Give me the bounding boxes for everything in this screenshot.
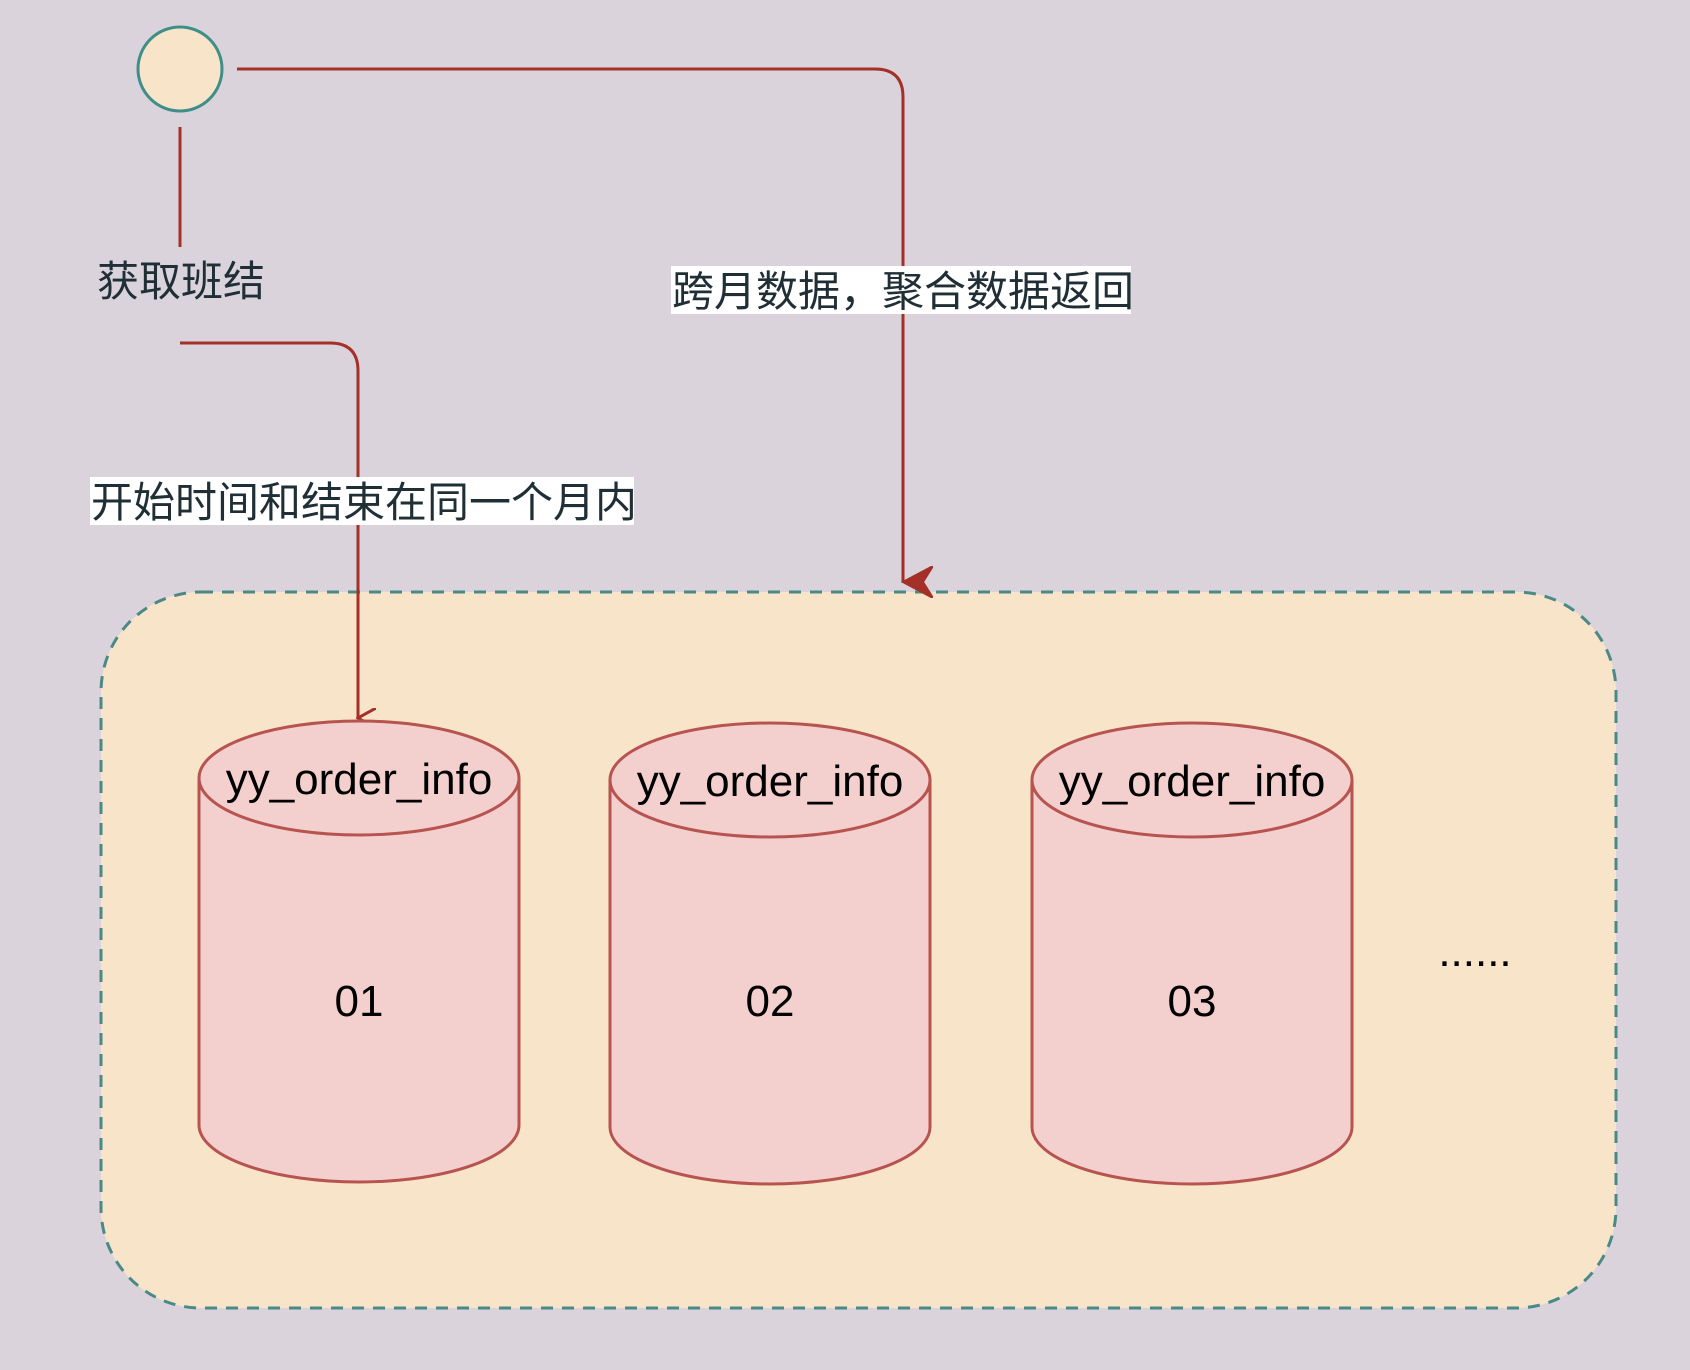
table-suffix: 01 (335, 977, 384, 1026)
table-name: yy_order_info (226, 755, 493, 804)
table-cylinder-01[interactable]: yy_order_info 01 (197, 719, 521, 1184)
table-cylinder-02[interactable]: yy_order_info 02 (608, 721, 932, 1186)
table-suffix: 02 (746, 977, 795, 1026)
table-name: yy_order_info (637, 757, 904, 806)
table-name: yy_order_info (1059, 757, 1326, 806)
edge-cross-month-label-bg (671, 266, 1131, 314)
edge-same-month (180, 341, 358, 718)
start-node[interactable] (136, 25, 224, 113)
edge-same-month-label-bg (90, 477, 634, 525)
table-suffix: 03 (1168, 977, 1217, 1026)
edge-same-month-label: 开始时间和结束在同一个月内 (91, 478, 637, 527)
edge-cross-month (237, 67, 903, 582)
start-label: 获取班结 (97, 257, 265, 306)
more-tables-ellipsis: ...... (1438, 927, 1511, 976)
table-cylinder-03[interactable]: yy_order_info 03 (1030, 721, 1354, 1186)
edge-cross-month-label: 跨月数据，聚合数据返回 (672, 267, 1134, 316)
